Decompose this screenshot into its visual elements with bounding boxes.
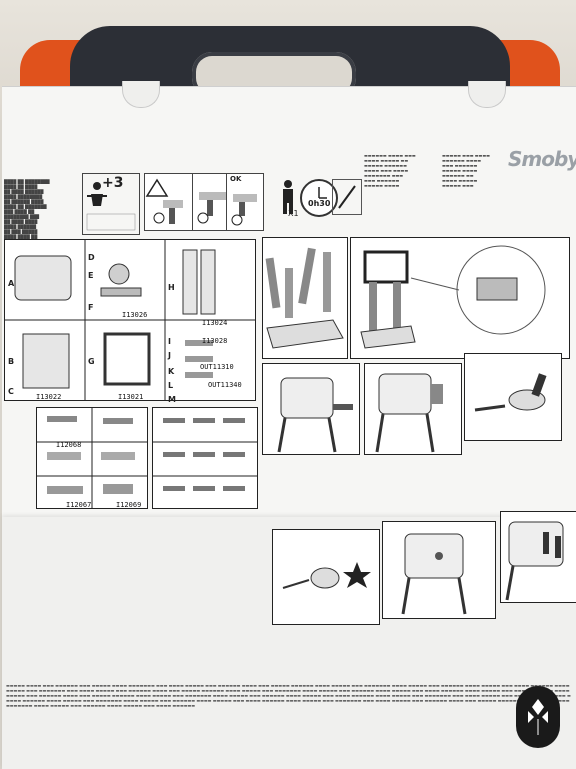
part-code-6: OUT11310 [200, 363, 234, 371]
brand-logo: Smoby [508, 147, 576, 171]
small-parts-panel-right [152, 407, 258, 509]
parts-list-panel [4, 239, 256, 401]
step-letter-j: J [168, 351, 171, 360]
step-letter-m: M [168, 395, 176, 404]
instruction-sheet: Smoby ████ ██ ████████████ ██ ██████ ███… [2, 81, 576, 769]
adult-figure-icon [283, 180, 293, 214]
step-letter-e: E [88, 271, 94, 280]
warning-triangle-icon [145, 178, 169, 197]
step-letter-h: H [168, 283, 175, 292]
part-code-4: I13022 [36, 393, 62, 401]
sheet-notch-left [122, 81, 160, 108]
no-example-box [144, 173, 198, 231]
clock-icon [300, 179, 338, 217]
step-letter-l: L [168, 381, 174, 390]
step-letter-b: B [8, 357, 15, 366]
assembly-step-8 [500, 511, 576, 603]
multilingual-fine-print: ▬▬▬▬▬ ▬▬▬▬ ▬▬▬ ▬▬▬▬▬▬ ▬▬▬ ▬▬▬▬▬ ▬▬▬▬ ▬▬▬… [6, 683, 571, 708]
step-letter-f: F [88, 303, 94, 312]
children-icon [86, 182, 136, 231]
small-parts-panel-left [36, 407, 148, 509]
assembly-step-7 [382, 521, 496, 619]
ok-example-box [226, 173, 264, 231]
screwdriver-icon [332, 179, 362, 215]
step-letter-d: D [88, 253, 95, 262]
assembly-step-3 [262, 363, 360, 455]
assembly-step-6 [272, 529, 380, 625]
part-code-7: OUT11340 [208, 381, 242, 389]
part-code-2: I13024 [202, 319, 228, 327]
step-letter-i: I [168, 337, 171, 346]
step-letter-a: A [8, 279, 15, 288]
part-code-9: I12069 [116, 501, 142, 509]
assembly-step-1 [262, 237, 348, 359]
assembly-step-2 [350, 237, 570, 359]
step-letter-c: C [8, 387, 14, 396]
step-letter-g: G [88, 357, 95, 366]
assembly-step-4 [364, 363, 462, 455]
ok-label: OK [230, 175, 242, 183]
step-letter-k: K [168, 367, 175, 376]
part-code-10: I12067 [66, 501, 92, 509]
part-code-3: I13028 [202, 337, 228, 345]
watermark-logo-icon [516, 686, 560, 748]
adult-count: X1 [288, 209, 299, 218]
age-limit: +3 [102, 175, 124, 191]
part-code-1: I13026 [122, 311, 148, 319]
assembly-note-text-left: ▬▬▬▬▬▬ ▬▬▬▬ ▬▬▬▬▬▬▬ ▬▬▬▬▬ ▬▬▬▬▬▬▬ ▬▬▬▬▬▬… [364, 153, 416, 188]
age-warning-badge [82, 173, 140, 235]
assembly-step-5 [464, 353, 562, 441]
part-code-5: I13021 [118, 393, 144, 401]
assembly-note-text-right: ▬▬▬▬▬ ▬▬▬ ▬▬▬▬▬▬▬▬▬▬ ▬▬▬▬▬▬▬ ▬▬▬▬▬▬▬▬▬▬▬… [442, 153, 490, 188]
part-code-8: I12068 [56, 441, 82, 449]
assembly-time: 0h30 [308, 199, 331, 208]
